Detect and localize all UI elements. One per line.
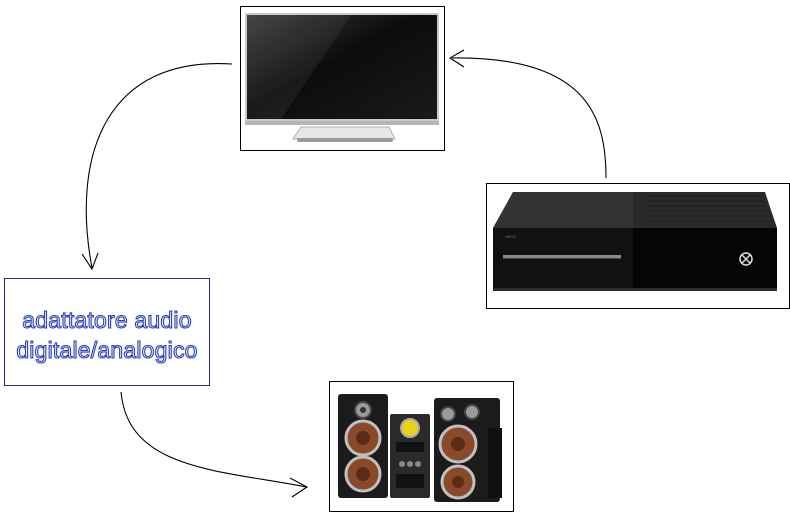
television-icon — [245, 13, 439, 142]
speakers-node — [329, 381, 514, 512]
adapter-node: adattatore audio digitale/analogico — [4, 278, 210, 386]
stereo-speakers-icon — [338, 394, 502, 502]
arrowhead-adapter-to-speakers — [289, 477, 309, 498]
adapter-label: adattatore audio digitale/analogico — [16, 299, 198, 365]
arrow-tv-to-adapter — [85, 63, 233, 269]
arrow-adapter-to-speakers — [120, 391, 307, 488]
arrow-console-to-tv — [451, 57, 607, 179]
adapter-label-line1: adattatore audio — [22, 306, 192, 333]
adapter-label-line2: digitale/analogico — [16, 336, 198, 363]
svg-text:XBOX: XBOX — [505, 234, 516, 239]
arrowhead-console-to-tv — [448, 49, 465, 68]
console-node: XBOX — [486, 183, 790, 309]
tv-node — [240, 6, 445, 151]
game-console-icon: XBOX — [493, 192, 777, 291]
arrowhead-tv-to-adapter — [81, 252, 99, 271]
